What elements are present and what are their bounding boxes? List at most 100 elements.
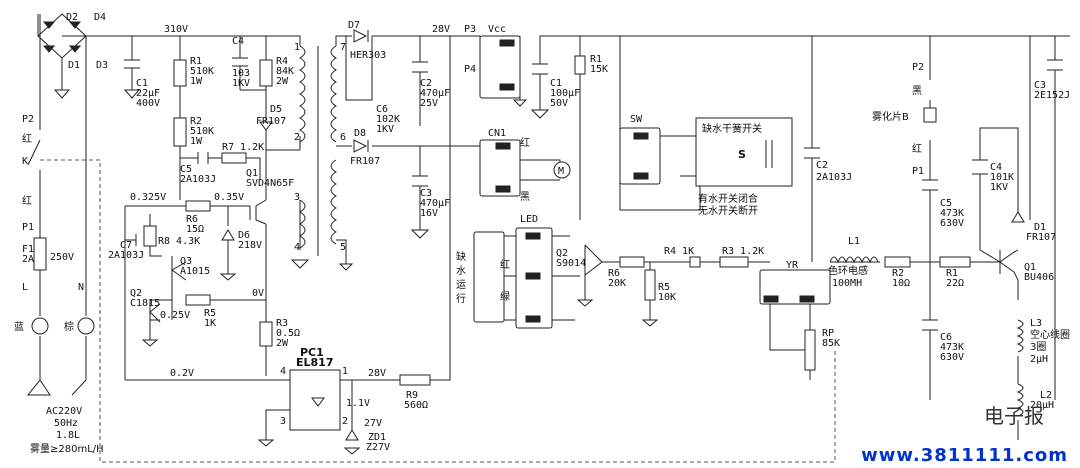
label-r1r2: R1 [946,268,958,279]
label-pc1-val: EL817 [296,356,334,369]
label-led: LED [520,214,538,225]
label-d1r-val: FR107 [1026,232,1056,243]
label-pc1-pin3: 3 [280,416,286,427]
label-f1-volt: 250V [50,252,74,263]
label-q1r-val: BU406 [1024,272,1054,283]
label-vcc: Vcc [488,24,506,35]
label-red-left2: 红 [22,194,32,207]
label-c5r: C5 [940,198,952,209]
label-c7-val: 2A103J [108,250,144,261]
label-11v: 1.1V [346,398,370,409]
label-c3-val: 470μF [420,198,450,209]
label-c1: C1 [136,78,148,89]
label-cn1: CN1 [488,128,506,139]
dashed-connection [40,159,836,463]
label-27v: 27V [364,418,382,429]
label-c4-val: 103 [232,68,250,79]
label-p2-right: P2 [912,62,924,73]
label-c5r-val: 473K [940,208,964,219]
label-sw-title: 缺水干簧开关 [702,122,762,135]
label-pc1-pin1: 1 [342,366,348,377]
label-c2r: C2 [816,160,828,171]
label-r3r: R3 1.2K [722,246,764,257]
label-c4: C4 [232,36,244,47]
label-cn1-red: 红 [520,136,530,149]
label-rp-val: 85K [822,338,840,349]
label-r8: R8 4.3K [158,236,200,247]
label-n-term: N [78,282,84,293]
label-c4-volt: 1KV [232,78,250,89]
label-025v: 0.25V [160,310,190,321]
component-labels: D2 D4 D1 D3 310V 28V C1 22μF 400V R1 510… [14,12,1070,455]
label-r1: R1 [190,56,202,67]
label-atomizer: 雾化片B [872,110,909,123]
label-c6-val: 102K [376,114,400,125]
label-035v: 0.35V [214,192,244,203]
label-q3: Q3 [180,256,192,267]
label-d6-val: 218V [238,240,262,251]
label-r6r-val: 20K [608,278,626,289]
label-c5-val: 2A103J [180,174,216,185]
label-c3: C3 [420,188,432,199]
label-r6: R6 [186,214,198,225]
label-red-right: 红 [912,142,922,155]
label-0325v: 0.325V [130,192,166,203]
label-f1: F1 [22,244,34,255]
label-pc1-pin2: 2 [342,416,348,427]
label-c1-volt: 400V [136,98,160,109]
label-cn1-black: 黑 [520,191,530,203]
label-p2-left: P2 [22,114,34,125]
label-sw-note2: 无水开关断开 [698,204,758,217]
label-zd1: ZD1 [368,432,386,443]
label-l3: L3 [1030,318,1042,329]
label-r3-w: 2W [276,338,289,349]
label-r1r-val: 15K [590,64,608,75]
label-r5r-val: 10K [658,292,676,303]
label-r1-w: 1W [190,76,203,87]
label-d8: D8 [354,128,366,139]
label-t7: 7 [340,42,346,53]
label-black-right: 黑 [912,85,922,97]
label-310v: 310V [164,24,188,35]
label-r1r2-val: 22Ω [946,278,964,289]
label-blue: 蓝 [14,321,24,333]
label-c6r-val: 473K [940,342,964,353]
label-d7: D7 [348,20,360,31]
label-ac-volume: 1.8L [56,430,80,441]
label-c2: C2 [420,78,432,89]
label-r6-val: 15Ω [186,224,204,235]
label-rp: RP [822,328,834,339]
label-28v: 28V [432,24,450,35]
label-pc1-pin4: 4 [280,366,286,377]
label-led-red: 红 [500,258,510,271]
label-yr: YR [786,260,799,271]
label-t1: 1 [294,42,300,53]
label-r5: R5 [204,308,216,319]
label-lack: 缺 [456,250,466,263]
label-zd1-val: Z27V [366,442,390,453]
label-c5r-volt: 630V [940,218,964,229]
label-d4: D4 [94,12,106,23]
label-r5r: R5 [658,282,670,293]
label-t4: 4 [294,242,300,253]
label-q1-val: SVD4N65F [246,178,294,189]
label-c6: C6 [376,104,388,115]
label-l1-type: 色环电感 [828,264,868,277]
label-r7: R7 1.2K [222,142,264,153]
component-symbols [26,14,1063,455]
label-c1r: C1 [550,78,562,89]
label-c4r-volt: 1KV [990,182,1008,193]
label-r2: R2 [190,116,202,127]
label-d1: D1 [68,60,80,71]
label-t6: 6 [340,132,346,143]
label-d3: D3 [96,60,108,71]
label-d2: D2 [66,12,78,23]
label-r5-val: 1K [204,318,216,329]
label-r9-val: 560Ω [404,400,428,411]
label-t5: 5 [340,242,346,253]
label-l3-val: 2μH [1030,354,1048,365]
label-d8-val: FR107 [350,156,380,167]
label-brown: 棕 [64,320,74,333]
label-c3r-val: 2E152J [1034,90,1070,101]
